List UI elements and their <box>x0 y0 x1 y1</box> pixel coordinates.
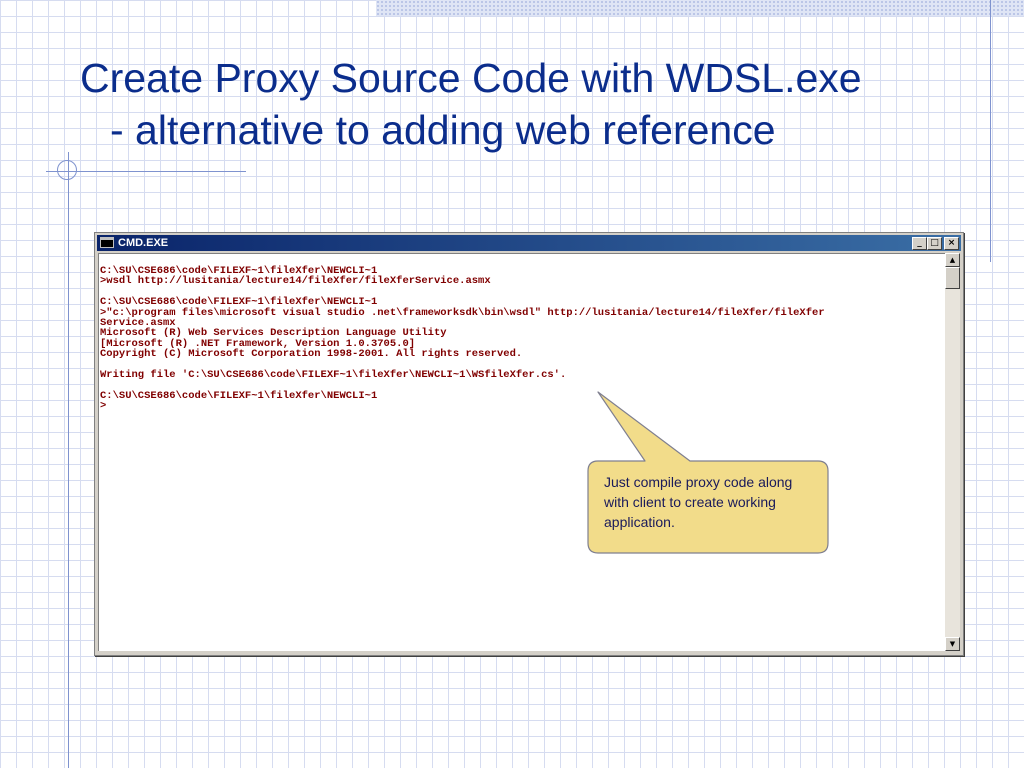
console-line: Service.asmx <box>100 317 176 330</box>
console-text: C:\SU\CSE686\code\FILEXF~1\fileXfer\NEWC… <box>99 254 948 412</box>
console-line: >"c:\program files\microsoft visual stud… <box>100 306 825 319</box>
minimize-button[interactable]: _ <box>912 237 927 250</box>
decor-vertical-line <box>68 152 69 768</box>
decor-horizontal-line <box>46 171 246 172</box>
console-line: Writing file 'C:\SU\CSE686\code\FILEXF~1… <box>100 369 567 382</box>
window-controls: _ □ × <box>912 237 959 250</box>
window-title: CMD.EXE <box>118 237 169 249</box>
console-output[interactable]: C:\SU\CSE686\code\FILEXF~1\fileXfer\NEWC… <box>98 253 948 651</box>
cmd-window: CMD.EXE _ □ × C:\SU\CSE686\code\FILEXF~1… <box>94 232 964 656</box>
console-line: C:\SU\CSE686\code\FILEXF~1\fileXfer\NEWC… <box>100 389 378 402</box>
window-titlebar[interactable]: CMD.EXE _ □ × <box>97 235 961 251</box>
callout-text: Just compile proxy code along with clien… <box>604 474 793 530</box>
scroll-thumb[interactable] <box>945 267 960 289</box>
vertical-scrollbar[interactable]: ▲ ▼ <box>945 253 960 651</box>
right-decor-rule <box>990 0 991 262</box>
decor-circle <box>57 160 77 180</box>
console-line: C:\SU\CSE686\code\FILEXF~1\fileXfer\NEWC… <box>100 265 378 277</box>
scroll-down-button[interactable]: ▼ <box>945 637 960 651</box>
console-line: >wsdl http://lusitania/lecture14/fileXfe… <box>100 275 491 288</box>
console-line: Copyright (C) Microsoft Corporation 1998… <box>100 348 523 361</box>
console-line: [Microsoft (R) .NET Framework, Version 1… <box>100 337 416 350</box>
slide-title-line-2: - alternative to adding web reference <box>110 107 776 153</box>
maximize-button[interactable]: □ <box>927 237 942 250</box>
slide-title-line-1: Create Proxy Source Code with WDSL.exe <box>80 55 862 101</box>
console-app-icon[interactable] <box>100 237 114 248</box>
console-line: > <box>100 400 107 413</box>
console-line: C:\SU\CSE686\code\FILEXF~1\fileXfer\NEWC… <box>100 296 378 309</box>
scroll-up-button[interactable]: ▲ <box>945 253 960 267</box>
slide-title: Create Proxy Source Code with WDSL.exe -… <box>80 52 980 156</box>
top-decor-band <box>376 0 1024 16</box>
console-line: Microsoft (R) Web Services Description L… <box>100 327 447 340</box>
close-button[interactable]: × <box>944 237 959 250</box>
